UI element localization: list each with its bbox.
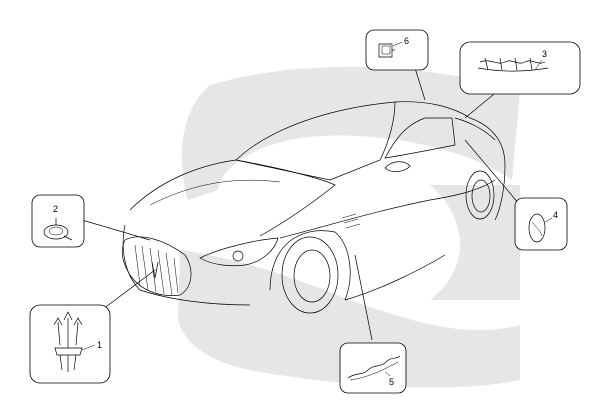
- callout-number-4: 4: [553, 210, 558, 220]
- trident-emblem-icon: [53, 311, 83, 372]
- car-front-wheel: [281, 236, 339, 314]
- callout-box-5: 5: [339, 342, 407, 394]
- car-illustration: [121, 101, 506, 314]
- car-front-emblem: [151, 261, 159, 279]
- car-hood-crease: [149, 179, 281, 206]
- car-roofline: [235, 101, 471, 161]
- callout-number-5: 5: [389, 377, 394, 387]
- side-script-icon: [347, 355, 401, 381]
- car-side-vents: [341, 213, 361, 229]
- leader-line-5: [354, 254, 373, 341]
- car-front-arch: [269, 230, 351, 301]
- callout-number-2: 2: [53, 204, 58, 214]
- oval-badge-icon: [528, 213, 546, 243]
- leader-lines: [81, 67, 521, 341]
- background-shape-upper: [181, 66, 520, 200]
- car-side-window: [384, 117, 456, 159]
- callout-box-4: 4: [514, 197, 568, 251]
- callout-number-3: 3: [542, 49, 547, 59]
- background-shape-side: [430, 185, 520, 300]
- car-rear: [469, 117, 506, 221]
- car-hood: [129, 159, 336, 237]
- car-windshield: [235, 101, 396, 181]
- callout-box-2: 2: [31, 194, 85, 248]
- callout-number-6: 6: [404, 36, 409, 46]
- car-headlight: [199, 237, 279, 267]
- callout-number-1: 1: [97, 340, 102, 350]
- square-clip-icon: [378, 43, 395, 58]
- car-rear-wheel: [465, 170, 495, 220]
- leader-line-2: [81, 219, 151, 241]
- car-front-bumper: [122, 224, 251, 306]
- callout-box-6: 6: [365, 29, 429, 71]
- car-grille-bars: [134, 244, 179, 296]
- callout-box-3: 3: [459, 41, 581, 95]
- car-rear-rim: [471, 179, 491, 213]
- background-shape-lower: [178, 250, 520, 388]
- car-rocker: [344, 254, 446, 301]
- car-front-rim: [293, 249, 331, 303]
- leader-line-4: [464, 139, 521, 206]
- car-mirror: [384, 161, 411, 172]
- script-lettering-icon: [477, 57, 549, 72]
- leader-line-6: [414, 67, 426, 101]
- background-logo-shape: [178, 66, 520, 388]
- car-side-line: [279, 179, 496, 239]
- car-headlight-lens: [232, 250, 244, 262]
- callout-box-1: 1: [29, 304, 111, 384]
- round-badge-icon: [43, 218, 73, 241]
- car-grille: [121, 236, 192, 296]
- car-rear-window: [454, 117, 496, 141]
